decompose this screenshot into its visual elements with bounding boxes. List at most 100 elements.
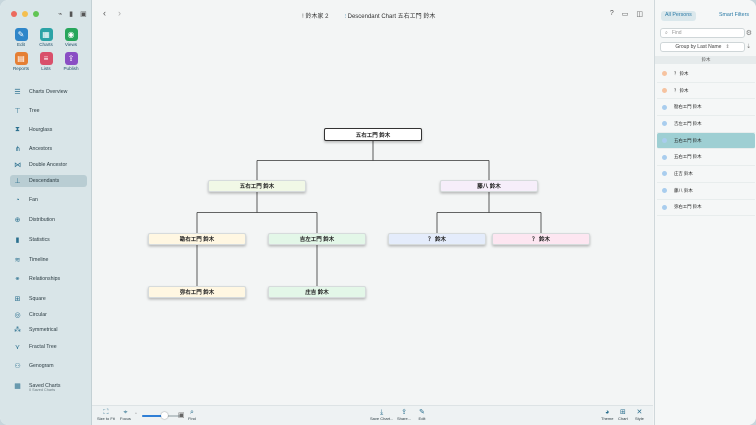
title-bar: ‹ › ⵑ 鈴木家 2 ⫶ Descendant Chart 五右エ門 鈴木 ?… <box>92 0 653 28</box>
person-list-item[interactable]: 五右エ門 鈴木 <box>657 149 755 167</box>
person-list-item[interactable]: 弥右エ門 鈴木 <box>657 200 755 217</box>
person-node[interactable]: ？ 鈴木 <box>388 233 486 245</box>
edit-icon: ✎ <box>419 409 425 416</box>
find-button[interactable]: ⌕Find <box>188 409 196 421</box>
magnifier-icon: ⌕ <box>190 409 194 416</box>
chart-options-icon: ⊞ <box>619 409 626 416</box>
share-button[interactable]: ⇪Share... <box>397 409 412 421</box>
publish-tool-button[interactable]: ⇪Publish <box>63 52 79 71</box>
person-list-item[interactable]: ？ 鈴木 <box>657 83 755 100</box>
sidebar-toggle-icon[interactable]: ◫ <box>636 11 643 18</box>
views-icon: ◉ <box>64 28 78 41</box>
sidebar-item-ancestors[interactable]: ⋔Ancestors <box>14 146 53 153</box>
person-node-name: 庄吉 鈴木 <box>305 290 329 296</box>
sidebar-item-circular[interactable]: ◎Circular <box>14 312 47 319</box>
zoom-slider[interactable] <box>142 412 182 419</box>
sidebar-item-statistics[interactable]: ▮Statistics <box>10 234 87 246</box>
edit-button[interactable]: ✎Edit <box>418 409 426 421</box>
sidebar-item-charts-overview[interactable]: ☰Charts Overview <box>14 89 68 96</box>
palette-icon: ◕ <box>605 409 610 416</box>
person-list-item[interactable]: 藤八 鈴木 <box>657 183 755 200</box>
gear-icon[interactable]: ⚙ <box>745 30 752 37</box>
style-icon: ✕ <box>636 409 643 416</box>
person-list-item[interactable]: 庄吉 鈴木 <box>657 166 755 183</box>
gender-dot <box>662 121 667 127</box>
window-layout-icon[interactable]: ▭ <box>621 11 629 18</box>
charts-tool-button[interactable]: ▦Charts <box>39 28 53 47</box>
charts-overview-icon: ☰ <box>14 89 21 96</box>
size-to-fit-button[interactable]: ⛶Size to Fit <box>97 409 115 421</box>
style-button[interactable]: ✕Style <box>635 409 644 421</box>
theme-button[interactable]: ◕Theme <box>601 409 614 421</box>
chart-options-button[interactable]: ⊞Chart <box>618 409 628 421</box>
person-node[interactable]: ？ 鈴木 <box>492 233 590 245</box>
family-file-title: ⵑ 鈴木家 2 <box>302 14 329 20</box>
person-list-item[interactable]: 五右エ門 鈴木 <box>657 132 755 150</box>
person-node[interactable]: 勘右エ門 鈴木 <box>148 233 246 245</box>
chart-canvas[interactable]: 五右エ門 鈴木五右エ門 鈴木藤八 鈴木勘右エ門 鈴木吉左エ門 鈴木？ 鈴木？ 鈴… <box>92 28 653 405</box>
person-node-name: 弥右エ門 鈴木 <box>179 290 215 296</box>
person-node[interactable]: 五右エ門 鈴木 <box>208 180 306 192</box>
sidebar-item-double-ancestor[interactable]: ⋈Double Ancestor <box>14 162 68 169</box>
edit-tool-button[interactable]: ✎Edit <box>9 28 33 47</box>
chart-title: ⫶ Descendant Chart 五右エ門 鈴木 <box>344 14 436 20</box>
group-by-select[interactable]: Group by Last Name ⇕ <box>660 42 745 52</box>
reports-tool-button[interactable]: ▤Reports <box>12 52 30 71</box>
double-ancestor-icon: ⋈ <box>14 162 21 169</box>
tab-smart-filters[interactable]: Smart Filters <box>718 12 749 18</box>
person-node[interactable]: 吉左エ門 鈴木 <box>268 233 366 245</box>
zoom-slider-knob[interactable] <box>160 412 168 419</box>
sidebar-item-genogram[interactable]: ⚇Genogram <box>14 363 54 370</box>
zoom-in-icon[interactable]: ▣ <box>178 412 185 419</box>
help-icon[interactable]: ? <box>609 10 614 17</box>
media-icon[interactable]: ▣ <box>80 11 87 18</box>
back-button[interactable]: ‹ <box>103 8 106 18</box>
sidebar-item-timeline[interactable]: ≋Timeline <box>14 257 49 264</box>
bookmark-icon[interactable]: ▮ <box>69 11 74 18</box>
sidebar-item-relationships[interactable]: ⚭Relationships <box>14 276 61 283</box>
hourglass-icon: ⧗ <box>15 126 20 133</box>
minimize-window-button[interactable] <box>22 11 28 17</box>
attachment-icon[interactable]: ⌁ <box>58 11 63 18</box>
size-to-fit-icon: ⛶ <box>103 409 109 416</box>
sidebar-item-square[interactable]: ⊞Square <box>14 296 46 303</box>
sort-icon[interactable]: ⇣ <box>745 44 751 50</box>
person-list-item[interactable]: 勘右エ門 鈴木 <box>657 99 755 117</box>
close-window-button[interactable] <box>11 11 17 17</box>
gender-dot <box>662 204 667 210</box>
sidebar-item-tree[interactable]: ⊤Tree <box>14 108 40 115</box>
sidebar-item-fractal-tree[interactable]: ⋎Fractal Tree <box>14 344 57 351</box>
sidebar-item-fan[interactable]: ◔Fan <box>10 194 87 206</box>
person-list-item[interactable]: 吉左エ門 鈴木 <box>657 116 755 133</box>
sidebar-item-descendants[interactable]: ⊥Descendants <box>10 175 87 187</box>
views-tool-button[interactable]: ◉Views <box>64 28 78 47</box>
person-node[interactable]: 五右エ門 鈴木 <box>324 128 422 141</box>
sidebar-item-hourglass[interactable]: ⧗Hourglass <box>10 124 87 136</box>
symmetrical-icon: ⁂ <box>14 327 21 334</box>
sidebar-item-symmetrical[interactable]: ⁂Symmetrical <box>14 327 58 334</box>
publish-icon: ⇪ <box>64 52 78 65</box>
person-node[interactable]: 藤八 鈴木 <box>440 180 538 192</box>
person-node-name: ？ 鈴木 <box>427 237 447 243</box>
relationships-icon: ⚭ <box>14 276 21 283</box>
person-node[interactable]: 弥右エ門 鈴木 <box>148 286 246 298</box>
person-node-name: 吉左エ門 鈴木 <box>299 237 335 243</box>
saved-charts-icon: ▦ <box>14 383 21 390</box>
focus-button[interactable]: ⌖Focus <box>120 409 131 421</box>
gender-dot <box>662 154 667 160</box>
lists-tool-button[interactable]: ≡Lists <box>39 52 53 71</box>
zoom-out-icon[interactable]: ▫ <box>135 411 137 417</box>
search-icon: ⌕ <box>665 30 668 36</box>
person-list-item[interactable]: ？ 鈴木 <box>657 66 755 83</box>
forward-button[interactable]: › <box>118 8 121 18</box>
find-input[interactable]: ⌕ Find <box>660 28 745 38</box>
tab-all-persons[interactable]: All Persons <box>661 11 696 21</box>
save-chart-button[interactable]: ⤓Save Chart... <box>370 409 394 421</box>
person-node-name: 五右エ門 鈴木 <box>355 132 391 139</box>
zoom-window-button[interactable] <box>33 11 39 17</box>
person-node[interactable]: 庄吉 鈴木 <box>268 286 366 298</box>
bottom-toolbar: ⛶Size to Fit ⌖Focus ▫ ▣ ⌕Find ⤓Save Char… <box>92 405 653 425</box>
square-icon: ⊞ <box>14 296 21 303</box>
sidebar-item-distribution[interactable]: ⊕Distribution <box>14 217 55 224</box>
